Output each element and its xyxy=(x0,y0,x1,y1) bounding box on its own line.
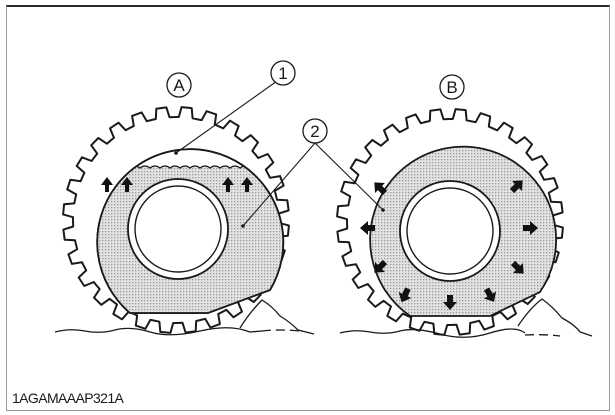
rim-inner-b xyxy=(406,187,494,275)
arrow-outward-icon xyxy=(398,287,412,303)
wheel-b xyxy=(336,108,564,336)
callout-b: B xyxy=(439,74,465,100)
arrow-up-icon xyxy=(101,177,113,192)
arrow-outward-icon xyxy=(374,182,388,196)
tread-a xyxy=(62,106,290,334)
callout-2: 2 xyxy=(241,118,385,228)
callout-1-number: 1 xyxy=(278,64,287,83)
arrow-outward-icon xyxy=(443,295,457,310)
arrow-up-icon xyxy=(222,177,234,192)
figure-frame xyxy=(6,5,610,411)
wheel-a-label: A xyxy=(173,76,185,95)
wheel-a xyxy=(62,106,290,334)
arrows-up-a xyxy=(101,177,253,192)
callout-1: 1 xyxy=(174,60,296,155)
arrow-outward-icon xyxy=(510,260,524,274)
figure-caption: 1AGAMAAAP321A xyxy=(12,390,124,406)
arrow-outward-icon xyxy=(374,259,388,273)
wheel-b-label: B xyxy=(446,78,457,97)
rim-inner-a xyxy=(134,185,222,273)
tread-b xyxy=(336,108,564,336)
callout-a: A xyxy=(166,72,192,98)
arrow-outward-icon xyxy=(360,221,375,235)
callout-2-number: 2 xyxy=(310,122,319,141)
ground xyxy=(54,298,593,338)
arrow-up-icon xyxy=(121,177,133,192)
arrow-outward-icon xyxy=(509,180,523,194)
arrow-outward-icon xyxy=(523,221,538,235)
arrows-radial-b xyxy=(360,180,538,310)
arrow-outward-icon xyxy=(483,287,497,302)
arrow-up-icon xyxy=(241,177,253,192)
